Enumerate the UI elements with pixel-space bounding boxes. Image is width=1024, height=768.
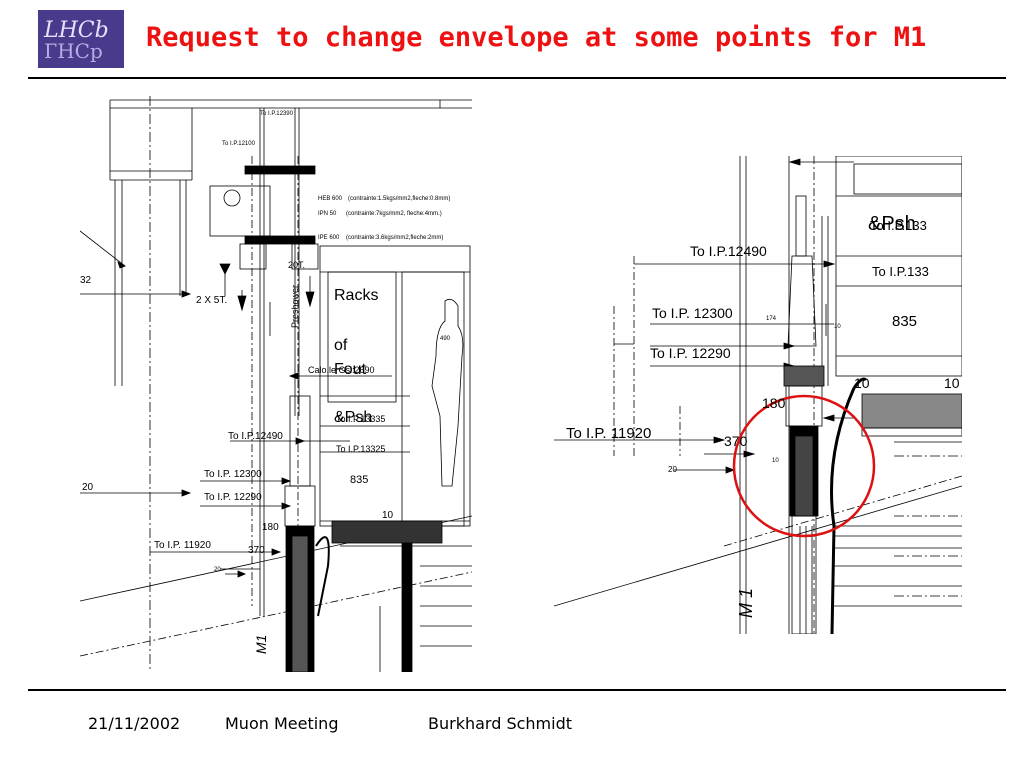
left-engineering-drawing: To I.P.12390 To I.P.12100 HEB 600 (contr… — [80, 96, 472, 672]
page-title: Request to change envelope at some point… — [146, 22, 927, 53]
left-label-ipe: IPE 600 — [318, 235, 340, 241]
right-label-ip133: To I.P.133 — [870, 218, 927, 233]
left-label-heb-note: (contrainte:1.5kgs/mm2,fleche:0.8mm) — [348, 196, 450, 202]
left-label-ipn: IPN 50 — [318, 211, 337, 217]
left-label-ipn-note: (contrainte:7kgs/mm2, fleche:4mm.) — [346, 211, 442, 217]
left-label-20t: 20T. — [288, 260, 305, 270]
left-label-ip13325: To I.P.13325 — [336, 444, 385, 454]
left-label-180: 180 — [262, 522, 279, 533]
left-label-20a: 20 — [82, 482, 94, 493]
left-label-835: 835 — [350, 474, 368, 486]
left-label-ip12300: To I.P. 12300 — [204, 469, 262, 480]
right-label-20: 20 — [668, 465, 677, 474]
left-label-fout: Fout — [334, 361, 367, 378]
right-engineering-drawing: &Psh To I.P.133 To I.P.12490 To I.P.133 … — [554, 156, 962, 634]
lhcb-logo: LHCb ГНСр — [38, 10, 124, 68]
left-label-20b: 20 — [214, 567, 221, 573]
left-label-ip12490: To I.P.12490 — [228, 431, 283, 442]
left-label-psh: &Psh — [334, 409, 372, 426]
left-label-m1: M1 — [253, 635, 269, 654]
footer-author: Burkhard Schmidt — [428, 714, 572, 733]
left-label-ip12290: To I.P. 12290 — [204, 492, 262, 503]
left-label-dim-32: 32 — [80, 275, 92, 286]
left-label-calo: Calo.le Gsi:2690 — [308, 365, 375, 375]
right-label-180: 180 — [762, 395, 786, 411]
logo-text-top: LHCb — [43, 18, 109, 43]
left-label-370: 370 — [248, 545, 265, 556]
header-divider — [28, 77, 1006, 79]
right-label-ip12300: To I.P. 12300 — [652, 305, 733, 321]
left-label-490: 490 — [440, 336, 451, 342]
right-label-10c: 10 — [944, 375, 960, 391]
left-label-ip11920: To I.P. 11920 — [154, 540, 211, 551]
right-label-370: 370 — [724, 433, 748, 449]
left-label-ip12390: To I.P.12390 — [260, 111, 294, 117]
footer-date: 21/11/2002 — [88, 714, 181, 733]
right-label-10d: 10 — [772, 458, 779, 464]
right-label-835: 835 — [892, 313, 917, 330]
right-label-10b: 10 — [854, 375, 870, 391]
left-label-ip13335: To I.P.13335 — [336, 414, 385, 424]
left-label-10: 10 — [382, 510, 394, 521]
left-label-2x5t: 2 X 5T. — [196, 295, 227, 306]
left-label-heb: HEB 600 — [318, 196, 343, 202]
left-label-of: of — [334, 337, 348, 354]
right-label-ip12490: To I.P.12490 — [690, 243, 767, 259]
left-label-racks: Racks — [334, 287, 378, 304]
left-label-ipe-note: (contrainte:3.6kgs/mm2,fleche:2mm) — [346, 235, 443, 241]
left-label-ip12100: To I.P.12100 — [222, 141, 256, 147]
footer-divider — [28, 689, 1006, 691]
logo-text-bottom: ГНСр — [44, 39, 103, 63]
right-label-m1: M 1 — [736, 588, 756, 618]
right-label-psh: &Psh — [868, 213, 916, 235]
right-label-ip133b: To I.P.133 — [872, 264, 929, 279]
left-label-preshower: Preshower — [290, 285, 300, 328]
right-label-ip12290: To I.P. 12290 — [650, 345, 731, 361]
right-label-10a: 10 — [834, 324, 841, 330]
right-label-ip11920: To I.P. 11920 — [566, 425, 651, 442]
footer-meeting: Muon Meeting — [225, 714, 339, 733]
right-label-174: 174 — [766, 316, 777, 322]
